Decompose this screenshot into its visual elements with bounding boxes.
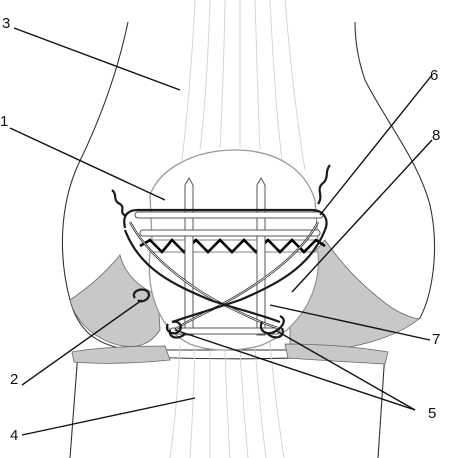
callout-3: 3 xyxy=(2,15,10,32)
transverse-pin-upper xyxy=(134,211,324,219)
femoral-condyle-cartilage-right xyxy=(289,239,421,351)
callout-2: 2 xyxy=(10,371,18,388)
callout-8: 8 xyxy=(432,127,440,144)
wire-twist-bottom-left xyxy=(165,320,182,335)
callout-4: 4 xyxy=(10,427,18,444)
transverse-pins xyxy=(134,211,324,335)
wire-twist-bottom-right xyxy=(259,315,285,335)
callout-7: 7 xyxy=(432,331,440,348)
leader-6 xyxy=(319,74,433,216)
wire-loop-lower-left xyxy=(132,288,150,303)
kirschner-wire-left xyxy=(184,176,194,336)
wire-cross-c xyxy=(123,229,281,324)
tibial-plateau-left xyxy=(71,345,171,364)
callout-6: 6 xyxy=(430,67,438,84)
tibial-plateau-right xyxy=(284,343,389,365)
fracture-line xyxy=(139,238,326,254)
leader-3 xyxy=(13,27,181,91)
leader-7 xyxy=(269,304,431,341)
tibia xyxy=(69,343,389,458)
transverse-pin-middle xyxy=(139,229,321,237)
wire-twist-right xyxy=(317,164,331,205)
leader-5a xyxy=(174,329,416,411)
leader-8 xyxy=(291,139,433,293)
wire-twist-left xyxy=(111,189,127,217)
leader-lines xyxy=(9,27,433,436)
callout-1: 1 xyxy=(0,113,8,130)
leader-1 xyxy=(9,127,166,201)
kirschner-wire-right xyxy=(256,176,266,336)
tendon-fibers xyxy=(169,0,306,458)
leader-5b xyxy=(274,329,416,411)
callout-5: 5 xyxy=(428,405,436,422)
leader-4 xyxy=(21,397,196,436)
leader-2 xyxy=(21,299,143,386)
callout-labels: 1 2 3 4 5 6 7 8 xyxy=(0,15,440,444)
tension-band-wire xyxy=(111,164,331,339)
wire-top-loop xyxy=(123,208,328,231)
wire-cross-d xyxy=(171,229,327,324)
